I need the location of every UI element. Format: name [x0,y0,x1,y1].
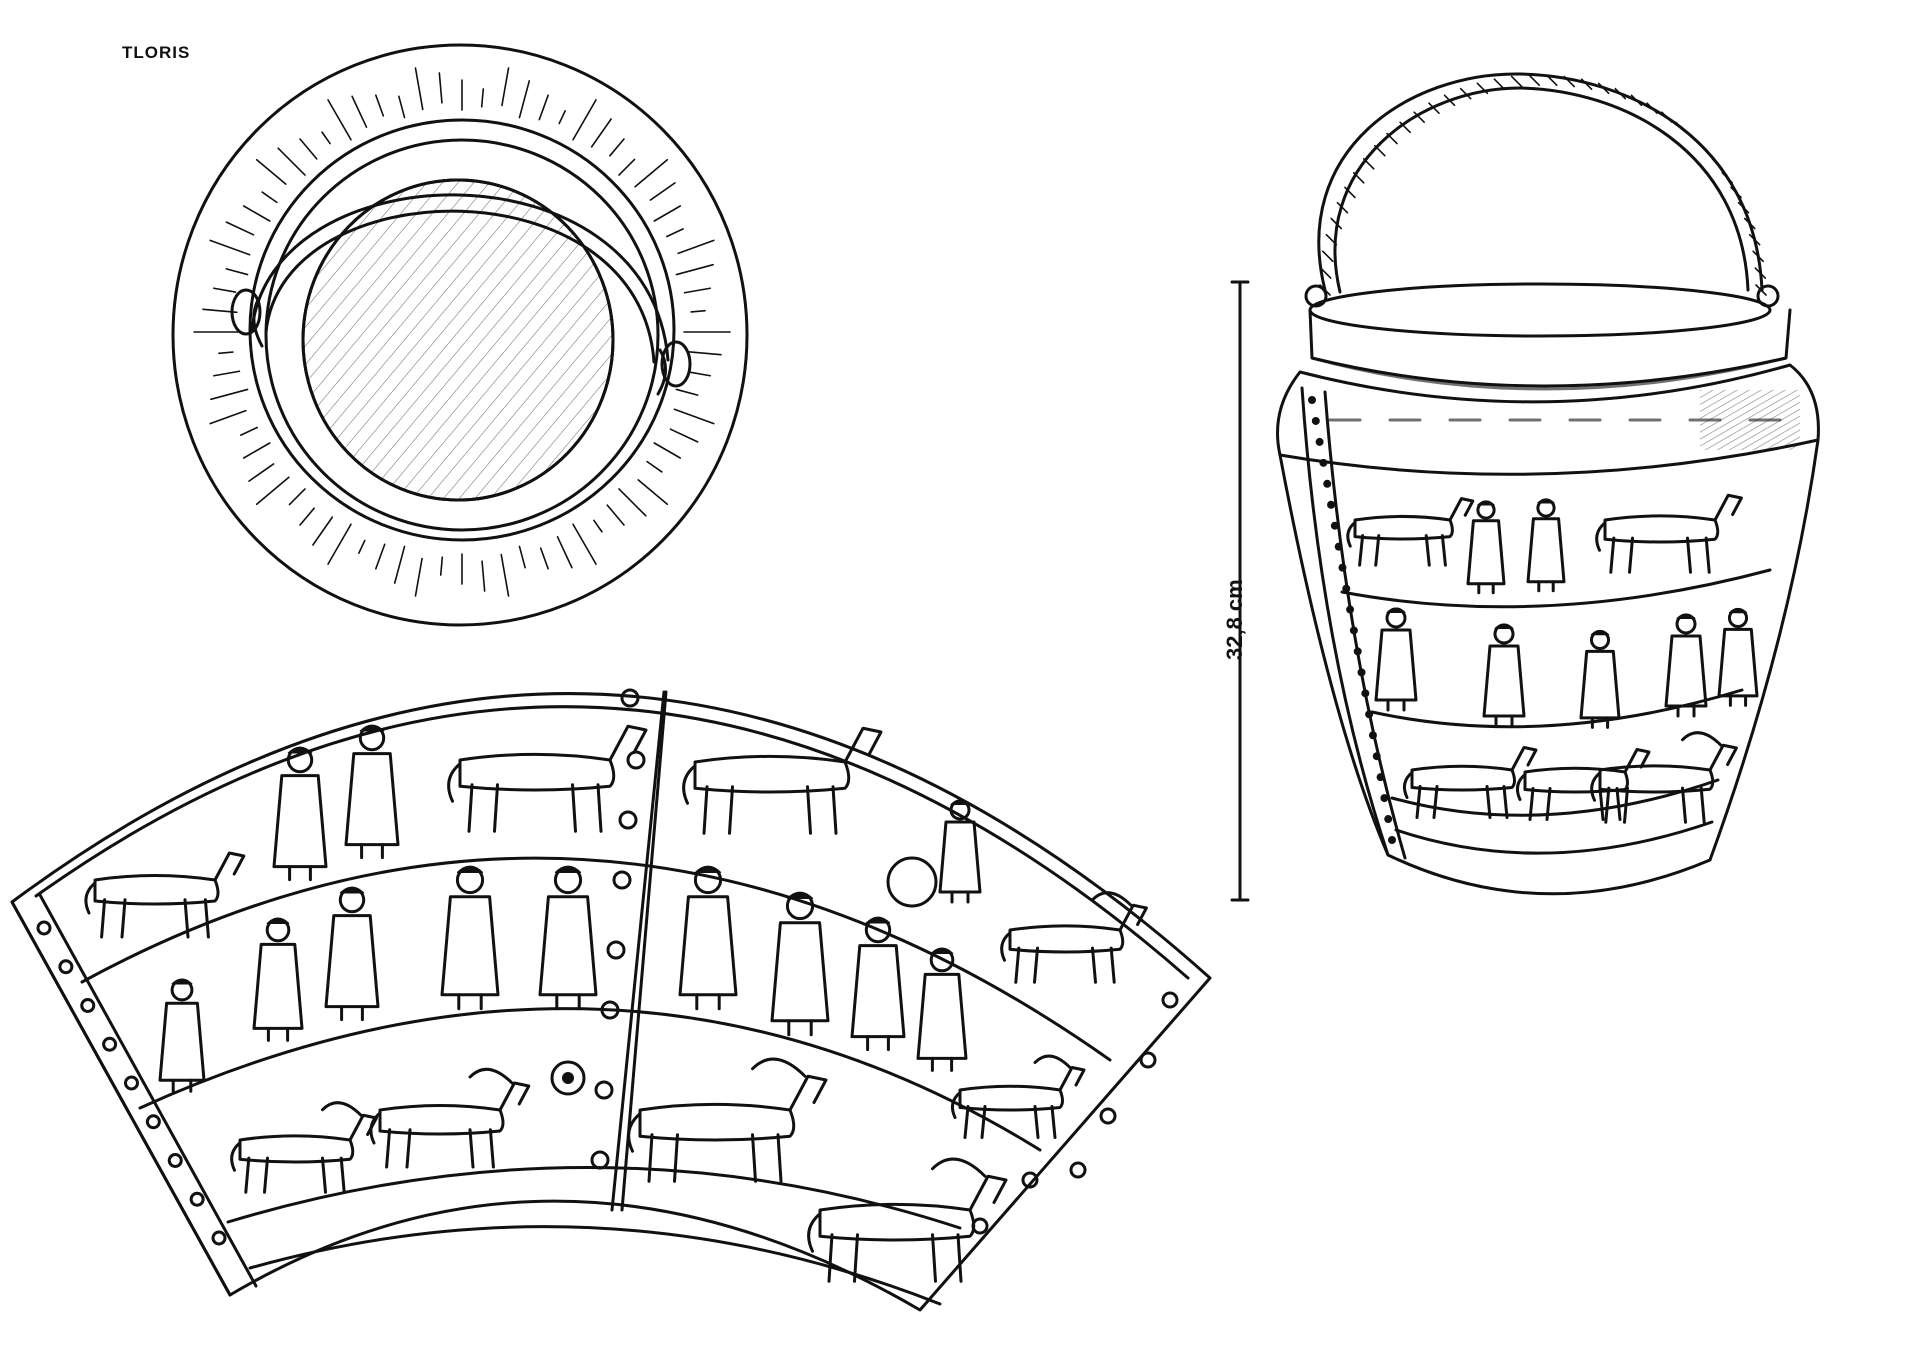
rivet [1357,668,1366,677]
frieze-person [1466,500,1506,595]
frieze-person [344,724,400,860]
rivet [612,870,632,890]
frieze-animal [84,851,246,939]
frieze-person [1482,623,1526,728]
side-view-of-situla: 32,8 cm [1222,72,1820,902]
frieze-animal [1590,731,1738,824]
unrolled-frieze-of-situla [10,688,1212,1312]
rivet [1069,1161,1087,1179]
rivet [167,1153,183,1168]
rivet [189,1191,205,1207]
frieze-animal [1515,748,1651,821]
frieze-animal [807,1157,1008,1283]
frieze-person [1579,629,1621,729]
frieze-animal [1346,497,1475,567]
rivet [1330,521,1339,530]
rivet [618,810,638,830]
rivet [124,1075,139,1091]
frieze-animal [1000,891,1148,984]
height-measure-label: 32,8 cm [1222,579,1247,660]
frieze-person [850,916,906,1052]
frieze-person [538,865,598,1011]
rivet [102,1036,118,1052]
frieze-person [1526,498,1566,593]
frieze-person [440,865,500,1011]
frieze-person [678,865,738,1011]
frieze-animal [682,726,883,835]
rivet [1361,689,1370,698]
frieze-animal [1402,746,1538,819]
rivet [1349,626,1358,635]
frieze-animal [950,1054,1086,1139]
frieze-animal [1595,493,1743,574]
rivet [590,1150,610,1170]
rivet [1139,1051,1157,1069]
rivet [1342,584,1351,593]
rosette [550,1060,586,1096]
height-scale-bar: 32,8 cm [1222,280,1250,902]
rivet [1311,416,1320,425]
frieze-person [272,746,328,882]
frieze-person [1664,613,1708,718]
rivet [1372,752,1381,761]
rivet [58,959,74,975]
rivet [1327,500,1336,509]
rivet [1099,1107,1117,1125]
rivet [626,750,646,770]
rivet [1376,773,1385,782]
rivet [1334,542,1343,551]
site-label: TLORIS [122,43,190,62]
frieze-person [252,917,304,1042]
chariot-wheel [886,856,938,908]
rivet [1338,563,1347,572]
rivet [1319,458,1328,467]
frieze-person [1374,607,1418,712]
rivet [620,688,640,708]
rivet [606,940,626,960]
rivet [36,920,52,936]
frieze-person [938,799,982,904]
frieze-animal [447,724,648,833]
rosette-centre [562,1072,574,1084]
frieze-animal [369,1067,531,1169]
rivet [1308,396,1316,404]
rivet [80,998,96,1013]
rivet [1388,836,1396,844]
rivet [145,1114,161,1130]
rivet [1315,437,1324,446]
frieze-person [770,891,830,1037]
top-view-of-situla [171,43,749,627]
rivet [1353,647,1362,656]
rivet [1161,991,1179,1009]
rivet [594,1080,614,1100]
rivet [1380,794,1389,803]
rivet [1021,1171,1039,1189]
frieze-animal [627,1057,828,1183]
rivet [1365,710,1374,719]
frieze-person [158,978,206,1093]
rivet [1323,479,1332,488]
rivet [1384,815,1393,824]
rivet [600,1000,620,1020]
rivet [1368,731,1377,740]
frieze-person [1717,607,1759,707]
frieze-person [916,947,968,1072]
frieze-person [324,886,380,1022]
rivet [1346,605,1355,614]
rivet [211,1230,227,1246]
